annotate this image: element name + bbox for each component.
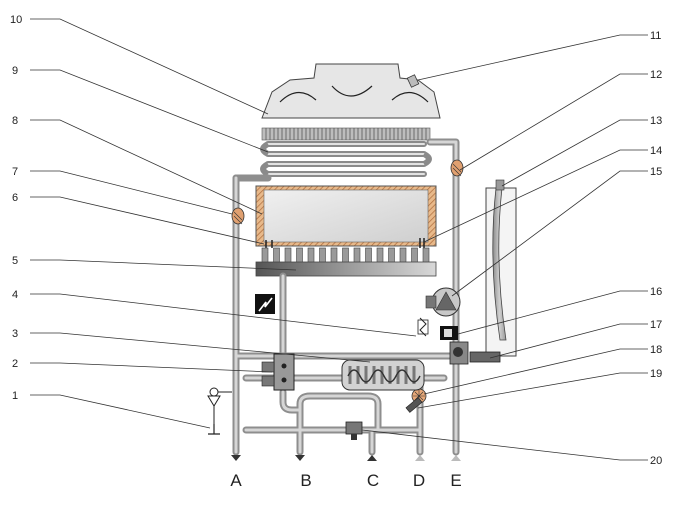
drain-valve (207, 387, 232, 435)
ignition-unit (255, 294, 275, 314)
safety-valve (417, 317, 429, 337)
port-a: A (230, 471, 242, 490)
circulation-pump (425, 287, 461, 317)
port-labels: A B C D E (230, 471, 461, 490)
combustion-chamber (255, 185, 437, 247)
port-e: E (450, 471, 461, 490)
filling-valve (345, 421, 363, 440)
callout-19: 19 (650, 368, 662, 380)
pressure-switch (440, 326, 458, 340)
flue-hood (261, 63, 441, 119)
port-b: B (300, 471, 311, 490)
dhw-sensor (405, 397, 423, 413)
callout-6: 6 (12, 192, 18, 204)
callout-16: 16 (650, 286, 662, 298)
callout-17: 17 (650, 319, 662, 331)
callout-13: 13 (650, 115, 662, 127)
leader-lines (30, 18, 648, 461)
callout-8: 8 (12, 115, 18, 127)
overheat-thermostat (231, 207, 245, 225)
callout-11: 11 (650, 30, 661, 42)
heat-exchanger (260, 127, 432, 177)
callout-1: 1 (12, 390, 18, 402)
flow-temperature-sensor (450, 159, 464, 177)
callout-3: 3 (12, 328, 18, 340)
port-d: D (413, 471, 425, 490)
callout-4: 4 (12, 289, 18, 301)
port-arrows (231, 455, 461, 461)
expansion-vessel (485, 179, 517, 357)
callout-18: 18 (650, 344, 662, 356)
plate-heat-exchanger (341, 359, 425, 391)
callout-9: 9 (12, 65, 18, 77)
callout-5: 5 (12, 255, 18, 267)
callout-20: 20 (650, 455, 662, 467)
flame-sensor (419, 238, 425, 248)
callout-labels: 10 9 8 7 6 5 4 3 2 1 11 12 13 14 15 16 1… (10, 14, 662, 467)
callout-2: 2 (12, 358, 18, 370)
callout-7: 7 (12, 166, 18, 178)
callout-10: 10 (10, 14, 22, 26)
flue-thermostat (406, 74, 420, 88)
callout-15: 15 (650, 166, 662, 178)
ignition-electrodes (265, 240, 273, 248)
diverter-valve (449, 341, 501, 365)
burner (255, 247, 437, 277)
port-c: C (367, 471, 379, 490)
callout-14: 14 (650, 145, 662, 157)
callout-12: 12 (650, 69, 662, 81)
